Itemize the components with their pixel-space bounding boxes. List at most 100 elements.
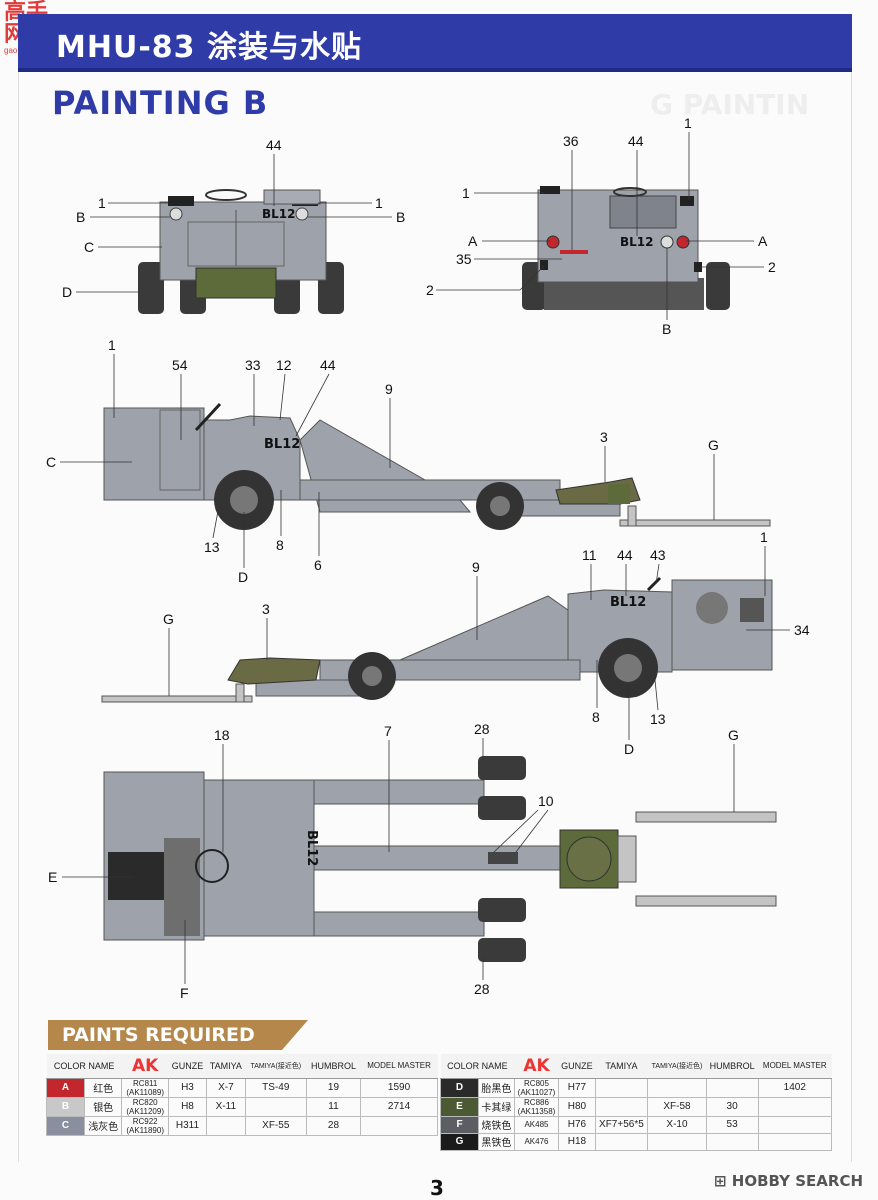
paint-tamiya-approx: TS-49 xyxy=(244,1077,307,1098)
paint-tamiya-approx xyxy=(647,1132,707,1151)
paint-key: F xyxy=(440,1115,479,1134)
side2-callout-44: 44 xyxy=(617,547,633,563)
front-callout-1-left: 1 xyxy=(98,195,106,211)
header-color-name: COLOR NAME xyxy=(46,1054,122,1079)
top-view xyxy=(103,756,777,962)
paint-model-master xyxy=(757,1096,833,1117)
top-callout-28-bottom: 28 xyxy=(474,981,490,997)
rear-view xyxy=(522,186,730,310)
page-number: 3 xyxy=(430,1176,444,1200)
ak-logo: AK xyxy=(132,1055,159,1076)
paint-ak-code-alt: (AK11209) xyxy=(126,1106,164,1116)
paint-model-master xyxy=(360,1115,438,1136)
paints-header-row: COLOR NAME AK GUNZE TAMIYA TAMIYA(接近色) H… xyxy=(46,1054,438,1079)
paint-ak: RC922(AK11890) xyxy=(121,1115,169,1136)
side2-callout-1: 1 xyxy=(760,529,768,545)
paint-model-master xyxy=(757,1115,833,1134)
paint-model-master xyxy=(757,1132,833,1151)
paint-ak-code-alt: (AK11089) xyxy=(126,1087,164,1097)
paint-ak: AK485 xyxy=(513,1115,560,1134)
paints-required-label: PAINTS REQUIRED xyxy=(62,1024,255,1046)
paint-humbrol: 19 xyxy=(305,1077,362,1098)
side-view-2 xyxy=(101,576,773,703)
paint-tamiya xyxy=(594,1077,649,1098)
paint-ak-code: AK485 xyxy=(524,1120,549,1129)
front-view xyxy=(138,189,344,314)
rear-callout-35: 35 xyxy=(456,251,472,267)
front-callout-b-right: B xyxy=(396,209,405,225)
paint-humbrol xyxy=(705,1132,759,1151)
header-tamiya: TAMIYA xyxy=(595,1054,648,1079)
paint-name: 黑铁色 xyxy=(478,1132,515,1151)
paint-humbrol: 11 xyxy=(305,1096,362,1117)
header-gunze: GUNZE xyxy=(558,1054,596,1079)
rear-callout-1-top: 1 xyxy=(684,115,692,131)
hobby-search-text: HOBBY SEARCH xyxy=(731,1172,864,1190)
paint-tamiya: XF7+56*5 xyxy=(594,1115,649,1134)
side1-callout-54: 54 xyxy=(172,357,188,373)
top-callout-18: 18 xyxy=(214,727,230,743)
front-callout-c: C xyxy=(84,239,94,255)
paint-tamiya xyxy=(205,1115,246,1136)
header-tamiya: TAMIYA xyxy=(206,1054,246,1079)
side1-callout-3: 3 xyxy=(600,429,608,445)
rear-callout-44: 44 xyxy=(628,133,644,149)
side2-callout-13: 13 xyxy=(650,711,666,727)
paint-key: G xyxy=(440,1132,479,1151)
side2-callout-9: 9 xyxy=(472,559,480,575)
paint-gunze: H8 xyxy=(167,1096,207,1117)
hobby-search-watermark: ⊞ HOBBY SEARCH xyxy=(714,1172,864,1190)
side2-callout-8: 8 xyxy=(592,709,600,725)
paint-gunze: H76 xyxy=(558,1115,596,1134)
paint-key: E xyxy=(440,1096,479,1117)
paint-tamiya-approx xyxy=(244,1096,307,1117)
rear-callout-2-right: 2 xyxy=(768,259,776,275)
paint-ak-code-alt: (AK11358) xyxy=(517,1106,556,1116)
side2-callout-3: 3 xyxy=(262,601,270,617)
rear-callout-36: 36 xyxy=(563,133,579,149)
front-callout-44: 44 xyxy=(266,137,282,153)
paints-table-right: COLOR NAME AK GUNZE TAMIYA TAMIYA(接近色) H… xyxy=(440,1054,833,1151)
paint-humbrol: 53 xyxy=(705,1115,759,1134)
rear-plate: BL12 xyxy=(620,235,654,249)
side1-callout-8: 8 xyxy=(276,537,284,553)
side1-callout-13: 13 xyxy=(204,539,220,555)
paint-tamiya: X-7 xyxy=(205,1077,246,1098)
front-callout-d: D xyxy=(62,284,72,300)
paint-ak-code-alt: (AK11890) xyxy=(126,1125,164,1135)
paint-gunze: H77 xyxy=(558,1077,596,1098)
side1-callout-1: 1 xyxy=(108,337,116,353)
side2-callout-g: G xyxy=(163,611,174,627)
paint-ak: RC805(AK11027) xyxy=(513,1077,560,1098)
paint-name: 红色 xyxy=(83,1077,123,1098)
paint-key: A xyxy=(46,1077,85,1098)
top-callout-g: G xyxy=(728,727,739,743)
paint-model-master: 1402 xyxy=(757,1077,833,1098)
side1-callout-9: 9 xyxy=(385,381,393,397)
paint-tamiya-approx: XF-55 xyxy=(244,1115,307,1136)
header-humbrol: HUMBROL xyxy=(306,1054,361,1079)
paint-ak: RC811(AK11089) xyxy=(121,1077,169,1098)
paint-name: 浅灰色 xyxy=(83,1115,123,1136)
header-tamiya-approx: TAMIYA(接近色) xyxy=(647,1054,707,1079)
side1-callout-44: 44 xyxy=(320,357,336,373)
paint-name: 卡其绿 xyxy=(478,1096,515,1117)
header-model-master: MODEL MASTER xyxy=(360,1054,438,1079)
paint-ak-code: RC922 xyxy=(132,1116,158,1126)
paint-key: B xyxy=(46,1096,85,1117)
paint-model-master: 1590 xyxy=(360,1077,438,1098)
header-humbrol: HUMBROL xyxy=(706,1054,759,1079)
side1-callout-d: D xyxy=(238,569,248,585)
paints-required-banner: PAINTS REQUIRED xyxy=(48,1020,308,1050)
rear-callout-b: B xyxy=(662,321,671,337)
paint-model-master: 2714 xyxy=(360,1096,438,1117)
paint-name: 胎黑色 xyxy=(478,1077,515,1098)
side1-callout-g: G xyxy=(708,437,719,453)
paints-header-row: COLOR NAME AK GUNZE TAMIYA TAMIYA(接近色) H… xyxy=(440,1054,832,1079)
paint-key: D xyxy=(440,1077,479,1098)
paint-gunze: H18 xyxy=(558,1132,596,1151)
rear-callout-a-left: A xyxy=(468,233,478,249)
header-model-master: MODEL MASTER xyxy=(758,1054,832,1079)
